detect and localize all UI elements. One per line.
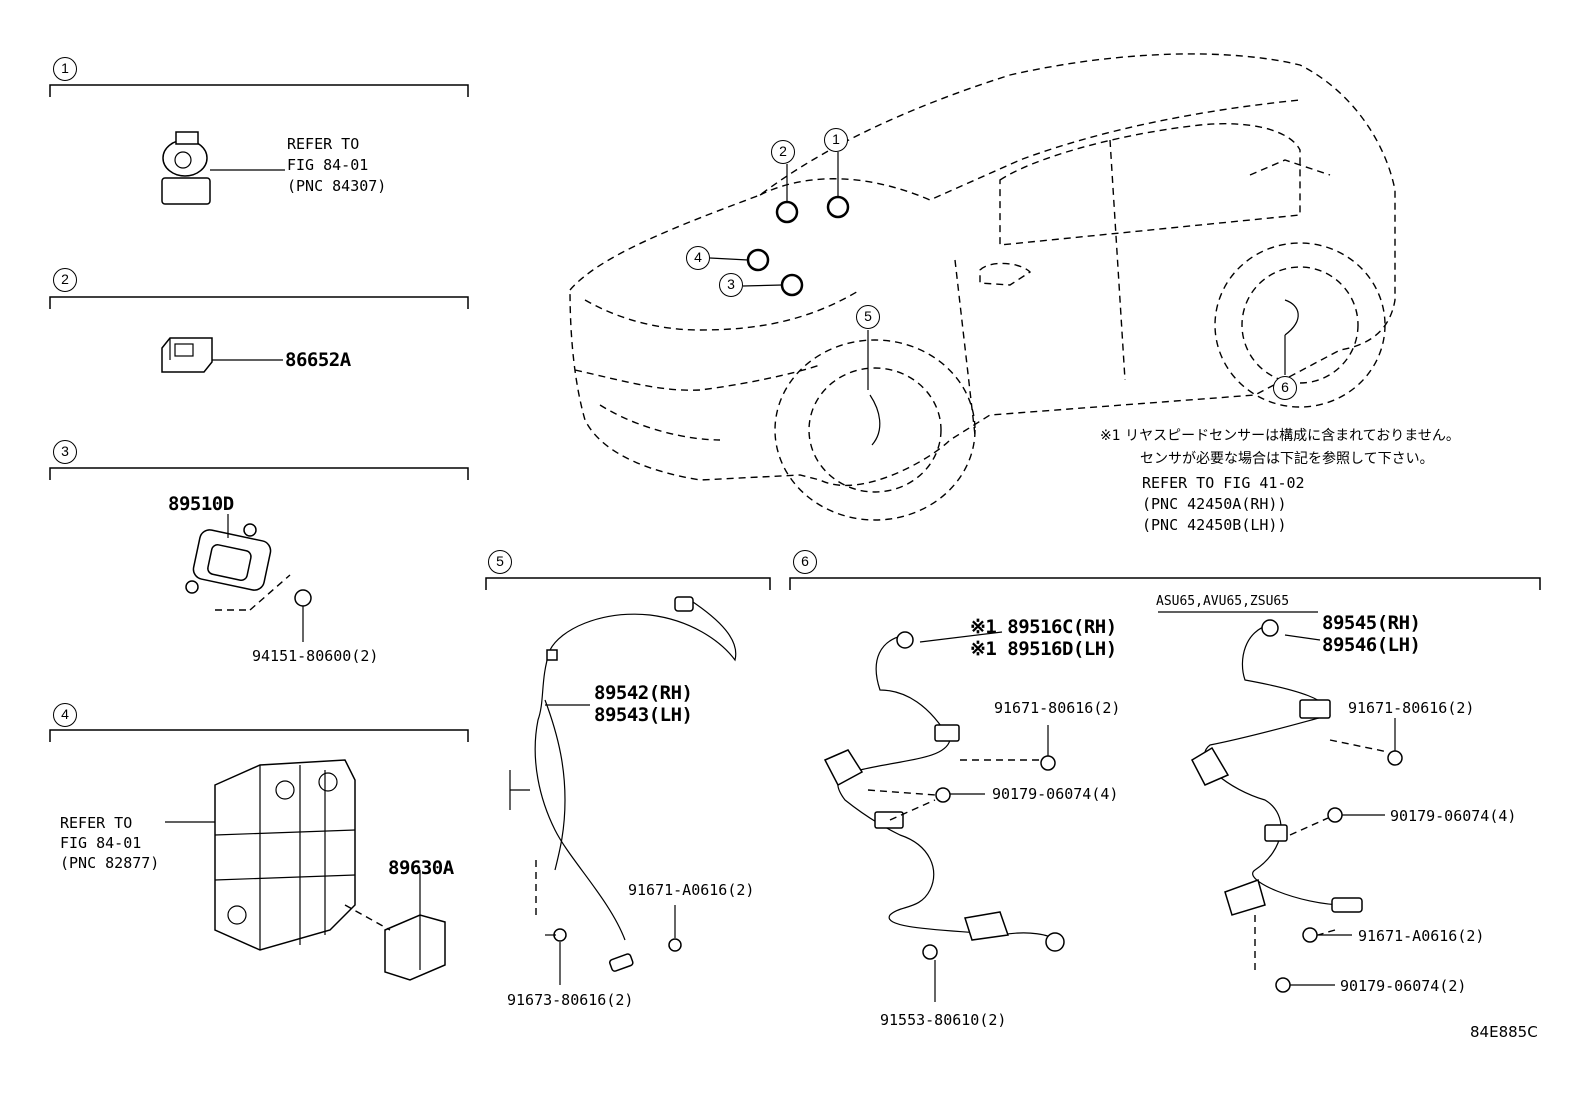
part-89546-lh: 89546(LH) <box>1322 634 1421 656</box>
note-line-4: (PNC 42450A(RH)) <box>1142 495 1287 513</box>
part-89542-rh: 89542(RH) <box>594 682 693 704</box>
part-91553-80610: 91553-80610(2) <box>880 1011 1007 1029</box>
part-90179-06074-right-4: 90179-06074(4) <box>1390 807 1517 825</box>
car-callout-5: 5 <box>856 305 880 329</box>
rear-sensor-right-drawing <box>1191 619 1403 993</box>
part-86652A: 86652A <box>285 349 351 371</box>
part-90179-06074-left: 90179-06074(4) <box>992 785 1119 803</box>
relay-drawing <box>161 337 283 373</box>
variant-label: ASU65,AVU65,ZSU65 <box>1156 594 1290 609</box>
section-2-number: 2 <box>53 268 77 292</box>
vehicle-outline <box>569 53 1396 521</box>
car-callout-4: 4 <box>686 246 710 270</box>
yaw-sensor-drawing <box>185 514 312 642</box>
part-89516D-lh: ※1 89516D(LH) <box>970 638 1117 660</box>
note-line-1: ※1 リヤスピードセンサーは構成に含まれておりません。 <box>1100 428 1460 444</box>
section-5-number: 5 <box>488 550 512 574</box>
part-89510D: 89510D <box>168 493 234 515</box>
note-line-3: REFER TO FIG 41-02 <box>1142 474 1305 492</box>
section-1-refer-line-1: REFER TO <box>287 135 360 153</box>
note-line-5: (PNC 42450B(LH)) <box>1142 516 1287 534</box>
section-1-refer-line-3: (PNC 84307) <box>287 177 387 195</box>
rear-sensor-left-drawing <box>823 631 1065 1002</box>
part-91673-80616: 91673-80616(2) <box>507 991 634 1009</box>
ecu-bracket-drawing <box>165 759 446 981</box>
section-4-number: 4 <box>53 703 77 727</box>
section-1-refer-line-2: FIG 84-01 <box>287 156 369 174</box>
car-callout-6: 6 <box>1273 376 1297 400</box>
car-callout-1: 1 <box>824 128 848 152</box>
figure-code: 84E885C <box>1470 1023 1538 1041</box>
part-89545-rh: 89545(RH) <box>1322 612 1421 634</box>
part-91671-A0616-rear: 91671-A0616(2) <box>1358 927 1485 945</box>
steering-sensor-drawing <box>161 131 285 205</box>
section-4-refer-line-3: (PNC 82877) <box>60 854 160 872</box>
part-91671-80616-left: 91671-80616(2) <box>994 699 1121 717</box>
car-callout-2: 2 <box>771 140 795 164</box>
part-91671-80616-right: 91671-80616(2) <box>1348 699 1475 717</box>
part-94151-80600: 94151-80600(2) <box>252 647 379 665</box>
section-brackets <box>49 84 1541 742</box>
part-89543-lh: 89543(LH) <box>594 704 693 726</box>
car-callout-3: 3 <box>719 273 743 297</box>
section-4-refer-line-2: FIG 84-01 <box>60 834 142 852</box>
section-4-refer-line-1: REFER TO <box>60 814 133 832</box>
part-91671-A0616-front: 91671-A0616(2) <box>628 881 755 899</box>
section-6-number: 6 <box>793 550 817 574</box>
front-speed-sensor-drawing <box>509 596 737 985</box>
part-90179-06074-right-2: 90179-06074(2) <box>1340 977 1467 995</box>
note-line-2: センサが必要な場合は下記を参照して下さい。 <box>1140 451 1434 467</box>
part-89516C-rh: ※1 89516C(RH) <box>970 616 1117 638</box>
part-89630A: 89630A <box>388 857 454 879</box>
section-1-number: 1 <box>53 57 77 81</box>
section-3-number: 3 <box>53 440 77 464</box>
